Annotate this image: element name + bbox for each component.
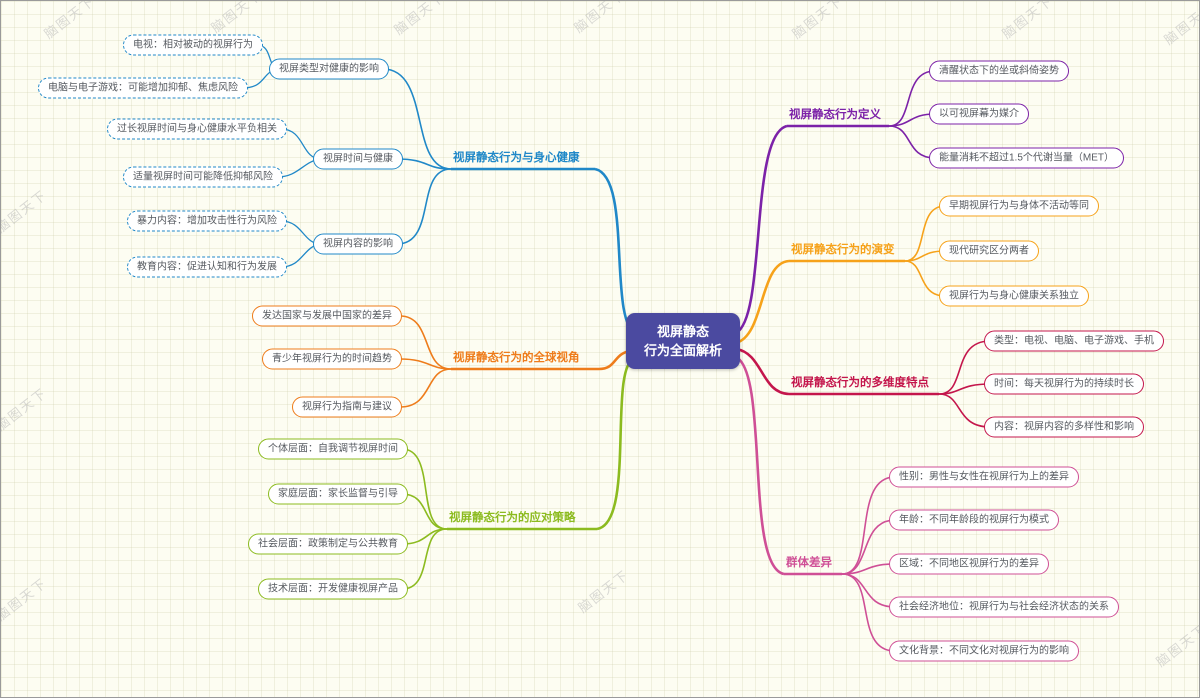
- node-region-difference[interactable]: 区域：不同地区视屏行为的差异: [889, 553, 1049, 575]
- node-screen-medium[interactable]: 以可视屏幕为媒介: [929, 103, 1029, 125]
- node-long-time-negative[interactable]: 过长视屏时间与身心健康水平负相关: [107, 118, 287, 140]
- branch-evolution-label[interactable]: 视屏静态行为的演变: [791, 244, 895, 256]
- branch-health-label[interactable]: 视屏静态行为与身心健康: [453, 152, 580, 164]
- node-awake-posture[interactable]: 清醒状态下的坐或斜倚姿势: [929, 60, 1069, 82]
- group-branch-lines: [735, 355, 896, 652]
- branch-group-label[interactable]: 群体差异: [786, 557, 832, 569]
- node-gender-difference[interactable]: 性别：男性与女性在视屏行为上的差异: [889, 466, 1079, 488]
- node-met-energy[interactable]: 能量消耗不超过1.5个代谢当量（MET）: [929, 147, 1125, 169]
- node-screen-type-impact[interactable]: 视屏类型对健康的影响: [269, 58, 389, 80]
- node-moderate-time[interactable]: 适量视屏时间可能降低抑郁风险: [123, 166, 283, 188]
- branch-strategy-label[interactable]: 视屏静态行为的应对策略: [449, 512, 576, 524]
- node-dimension-content[interactable]: 内容：视屏内容的多样性和影响: [984, 416, 1144, 438]
- node-screen-content-impact[interactable]: 视屏内容的影响: [313, 233, 403, 255]
- central-topic-line2: 行为全面解析: [643, 343, 722, 358]
- node-society-level[interactable]: 社会层面：政策制定与公共教育: [248, 533, 408, 555]
- node-dimension-type[interactable]: 类型：电视、电脑、电子游戏、手机: [984, 330, 1164, 352]
- multidim-branch-lines: [735, 340, 991, 428]
- branch-multidim-label[interactable]: 视屏静态行为的多维度特点: [791, 377, 929, 389]
- node-ses-difference[interactable]: 社会经济地位：视屏行为与社会经济状态的关系: [889, 596, 1119, 618]
- health-branch-lines: [241, 44, 638, 337]
- evolution-branch-lines: [735, 205, 946, 345]
- branch-definition-label[interactable]: 视屏静态行为定义: [789, 109, 881, 121]
- node-country-difference[interactable]: 发达国家与发展中国家的差异: [252, 305, 402, 327]
- central-topic[interactable]: 视屏静态 行为全面解析: [626, 313, 740, 369]
- node-tv-passive[interactable]: 电视：相对被动的视屏行为: [123, 34, 263, 56]
- node-guidelines[interactable]: 视屏行为指南与建议: [292, 396, 402, 418]
- branch-global-label[interactable]: 视屏静态行为的全球视角: [453, 352, 580, 364]
- node-screen-time-health[interactable]: 视屏时间与健康: [313, 148, 403, 170]
- node-culture-difference[interactable]: 文化背景：不同文化对视屏行为的影响: [889, 640, 1079, 662]
- node-independent-relation[interactable]: 视屏行为与身心健康关系独立: [939, 285, 1089, 307]
- node-early-equivalence[interactable]: 早期视屏行为与身体不活动等同: [939, 195, 1099, 217]
- node-computer-games-risk[interactable]: 电脑与电子游戏：可能增加抑郁、焦虑风险: [38, 77, 248, 99]
- central-topic-line1: 视屏静态: [656, 323, 709, 339]
- definition-branch-lines: [735, 70, 936, 335]
- node-technology-level[interactable]: 技术层面：开发健康视屏产品: [258, 578, 408, 600]
- node-family-level[interactable]: 家庭层面：家长监督与引导: [268, 483, 408, 505]
- node-violent-content[interactable]: 暴力内容：增加攻击性行为风险: [127, 210, 287, 232]
- node-age-difference[interactable]: 年龄：不同年龄段的视屏行为模式: [889, 509, 1059, 531]
- node-educational-content[interactable]: 教育内容：促进认知和行为发展: [127, 256, 287, 278]
- node-modern-distinction[interactable]: 现代研究区分两者: [939, 240, 1039, 262]
- node-youth-trend[interactable]: 青少年视屏行为的时间趋势: [262, 348, 402, 370]
- strategy-branch-lines: [401, 357, 634, 590]
- node-dimension-time[interactable]: 时间：每天视屏行为的持续时长: [984, 373, 1144, 395]
- node-individual-level[interactable]: 个体层面：自我调节视屏时间: [258, 438, 408, 460]
